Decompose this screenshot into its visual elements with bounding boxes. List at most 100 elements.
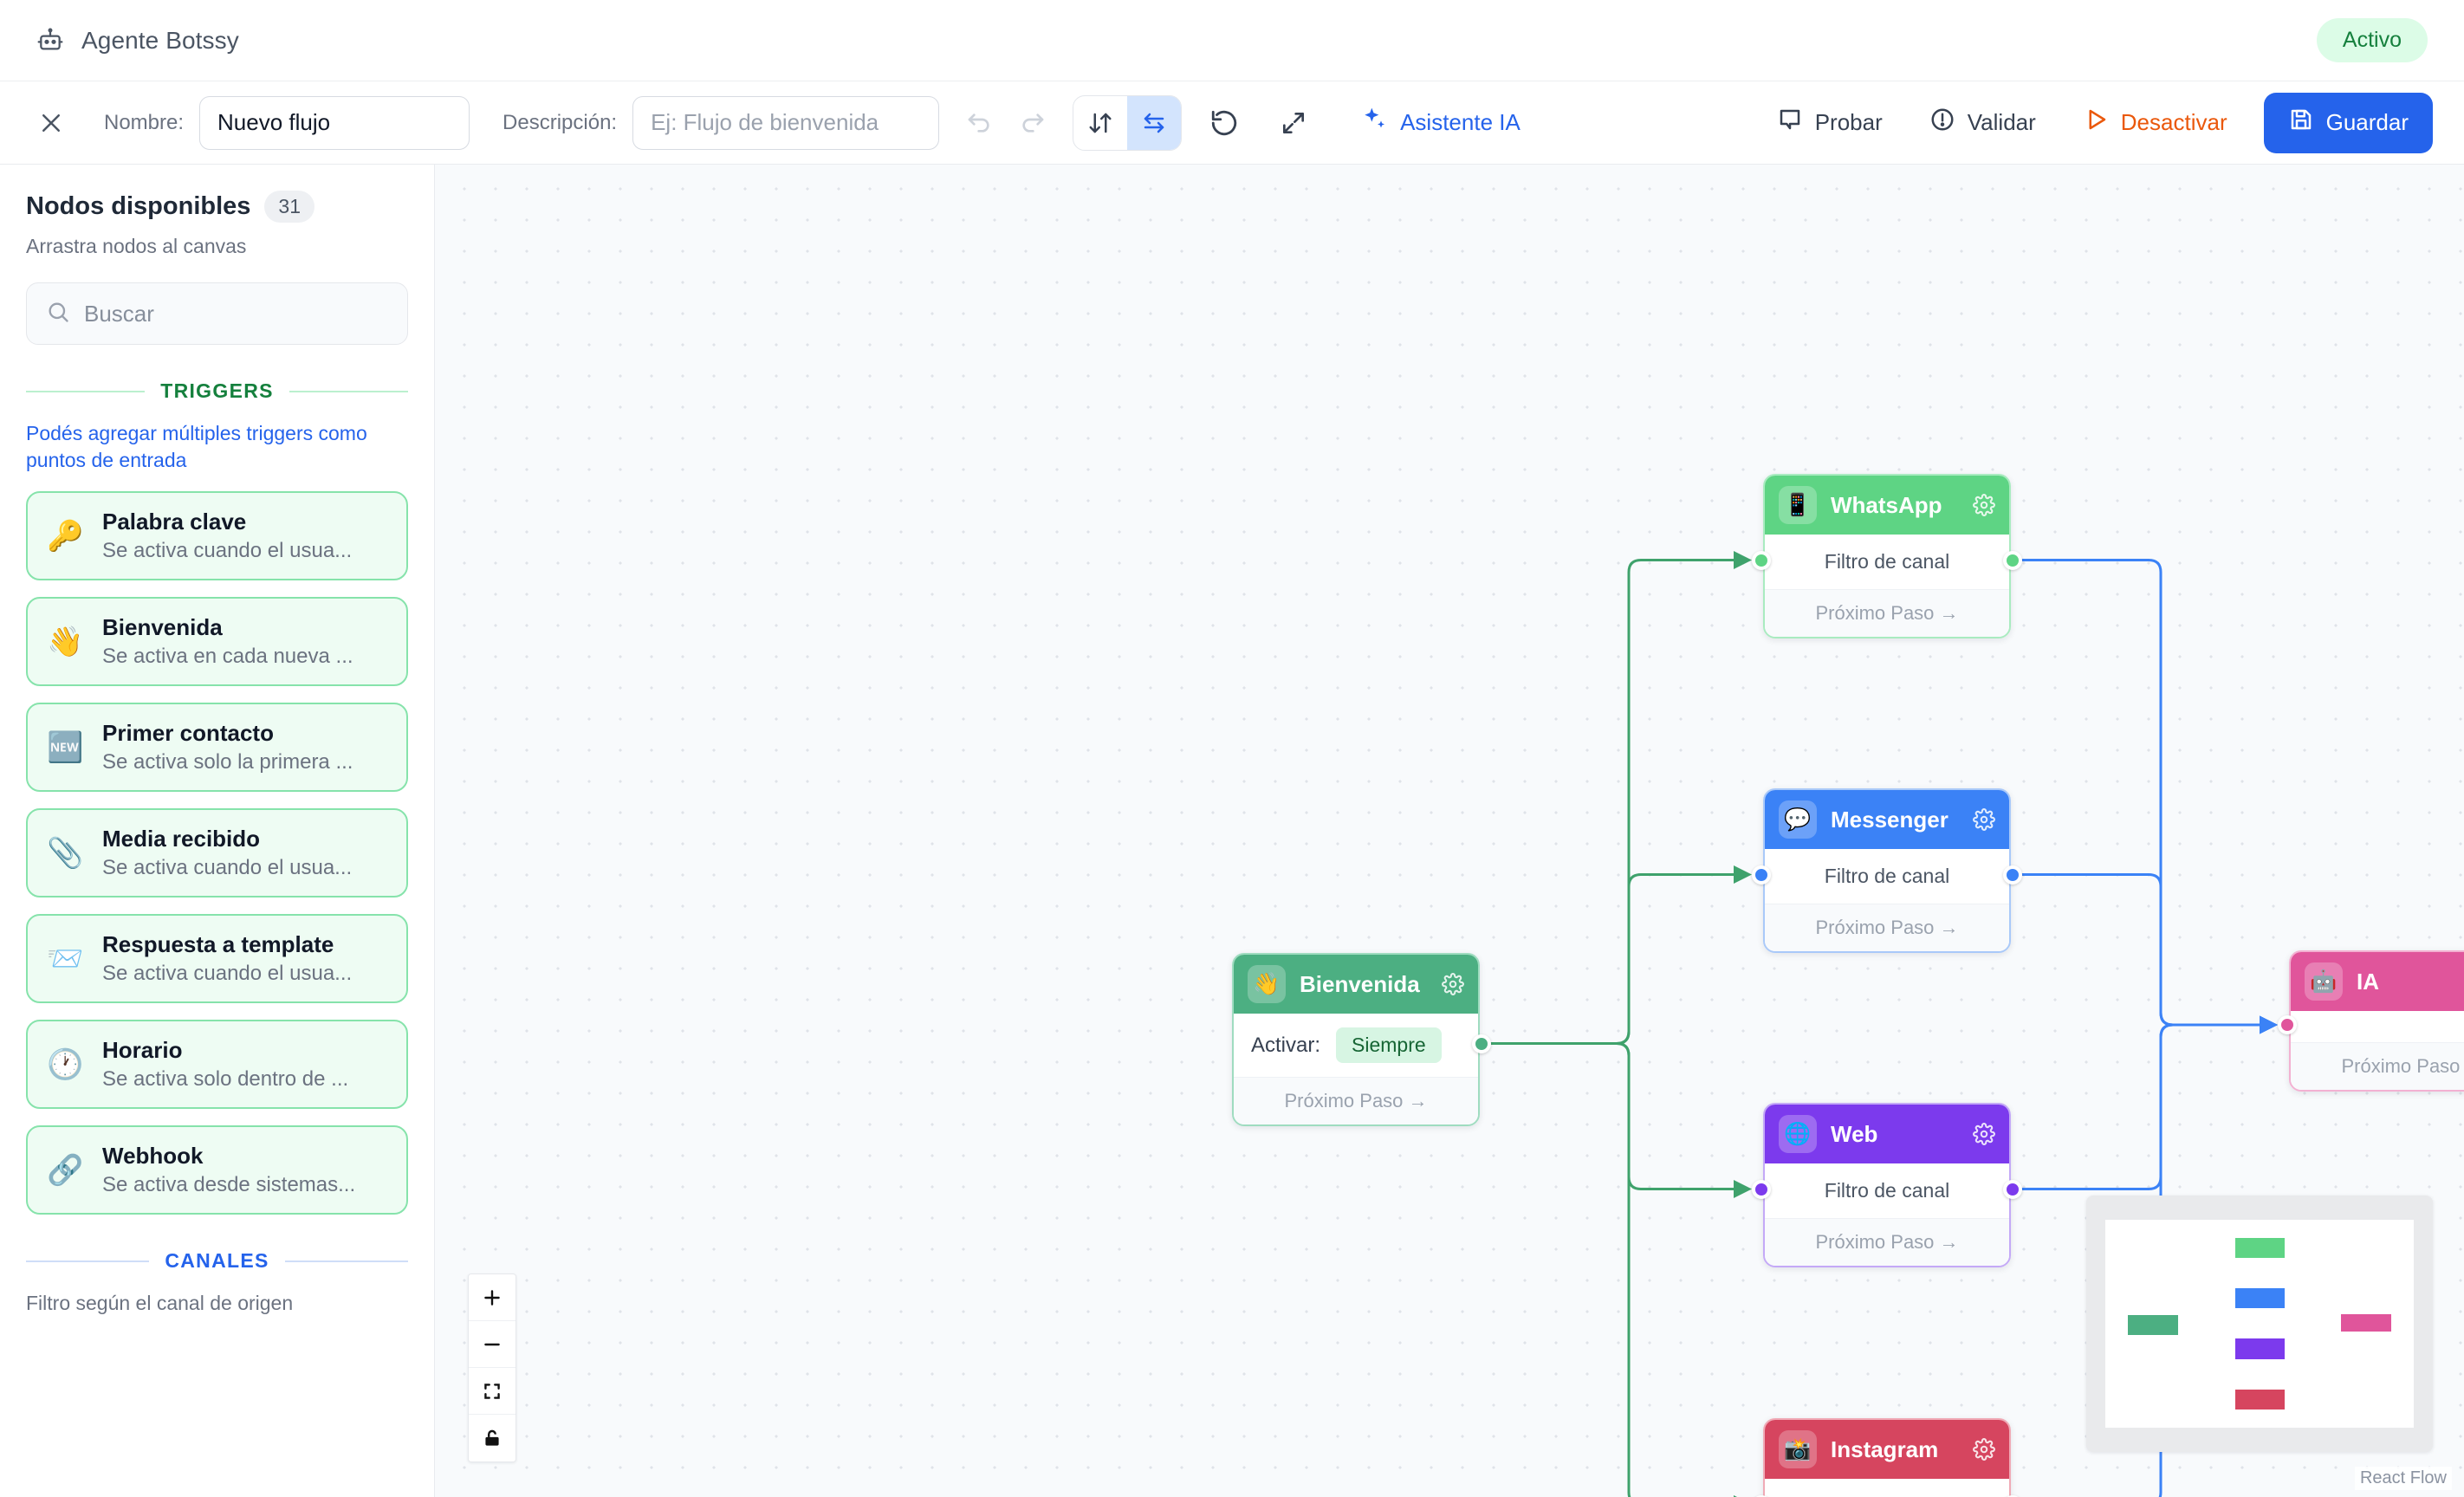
validate-button[interactable]: Validar <box>1912 96 2053 150</box>
test-label: Probar <box>1814 109 1883 135</box>
flow-edge[interactable] <box>2011 873 2278 1034</box>
node-handle-target[interactable] <box>1752 550 1771 570</box>
node-handle-source[interactable] <box>2003 865 2022 885</box>
flow-edge[interactable] <box>1480 1042 1752 1198</box>
flow-description-input[interactable] <box>632 95 940 150</box>
gear-icon[interactable] <box>1973 808 1995 831</box>
minimap-node-instagram <box>2234 1389 2286 1410</box>
palette-node-desc: Se activa cuando el usua... <box>102 962 353 986</box>
divider-line-right <box>284 1260 408 1262</box>
flow-edge[interactable] <box>1480 551 1752 1045</box>
flow-edge[interactable] <box>2011 1015 2278 1190</box>
reset-icon[interactable] <box>1197 96 1251 150</box>
minimap-node-bienvenida <box>2128 1314 2178 1335</box>
node-header: 👋Bienvenida <box>1234 955 1478 1014</box>
waving-hand-icon: 👋 <box>47 625 84 658</box>
node-body: Filtro de canal <box>1765 849 2009 904</box>
redo-icon[interactable] <box>1012 103 1052 143</box>
undo-redo-group <box>960 103 1052 143</box>
node-header: 📱WhatsApp <box>1765 476 2009 535</box>
node-body: Filtro de canal <box>1765 1163 2009 1218</box>
globe-icon: 🌐 <box>1779 1115 1817 1153</box>
flow-name-input[interactable] <box>199 95 470 150</box>
palette-node-desc: Se activa solo la primera ... <box>102 750 353 774</box>
node-handle-target[interactable] <box>1752 1179 1771 1199</box>
palette-title: Nodos disponibles <box>26 192 251 220</box>
palette-node-desc: Se activa en cada nueva ... <box>102 645 353 669</box>
palette-node-name: Palabra clave <box>102 509 247 535</box>
minimap[interactable] <box>2086 1196 2433 1452</box>
node-footer: Próximo Paso → <box>1765 904 2009 951</box>
description-label: Descripción: <box>503 110 618 134</box>
palette-node-desc: Se activa cuando el usua... <box>102 856 353 880</box>
node-palette-sidebar: Nodos disponibles 31 Arrastra nodos al c… <box>0 165 435 1497</box>
unlock-icon[interactable] <box>469 1415 515 1461</box>
activar-value-badge: Siempre <box>1336 1027 1442 1063</box>
node-handle-target[interactable] <box>1752 865 1771 885</box>
bot-icon <box>36 26 66 55</box>
node-handle-source[interactable] <box>1472 1034 1491 1053</box>
palette-count-badge: 31 <box>264 191 314 223</box>
layout-horizontal-icon[interactable] <box>1127 95 1182 150</box>
ai-assistant-label: Asistente IA <box>1400 109 1521 135</box>
undo-icon[interactable] <box>960 103 1000 143</box>
test-button[interactable]: Probar <box>1760 96 1900 150</box>
fit-view-icon[interactable] <box>469 1368 515 1415</box>
flow-edge[interactable] <box>2011 559 2278 1034</box>
gear-icon[interactable] <box>1973 1438 1995 1461</box>
flow-edge[interactable] <box>1480 1042 1752 1497</box>
palette-search[interactable] <box>26 282 408 345</box>
gear-icon[interactable] <box>1442 973 1464 995</box>
incoming-envelope-icon: 📨 <box>47 942 84 975</box>
close-icon[interactable] <box>31 103 71 143</box>
search-input[interactable] <box>84 300 388 327</box>
node-handle-target[interactable] <box>2278 1015 2297 1034</box>
activar-label: Activar: <box>1251 1033 1321 1057</box>
node-title: Web <box>1831 1120 1878 1147</box>
status-badge: Activo <box>2316 18 2428 62</box>
node-title: Instagram <box>1831 1435 1939 1462</box>
gear-icon[interactable] <box>1973 1123 1995 1145</box>
save-button[interactable]: Guardar <box>2263 92 2433 153</box>
mobile-phone-icon: 📱 <box>1779 486 1817 524</box>
node-header: 🤖IA <box>2291 952 2464 1011</box>
title-bar: Agente Botssy Activo <box>0 0 2464 81</box>
zoom-out-icon[interactable] <box>469 1321 515 1368</box>
node-handle-source[interactable] <box>2003 1179 2022 1199</box>
node-header: 💬Messenger <box>1765 790 2009 849</box>
camera-flash-icon: 📸 <box>1779 1430 1817 1468</box>
zoom-in-icon[interactable] <box>469 1274 515 1321</box>
ai-assistant-button[interactable]: Asistente IA <box>1343 96 1538 150</box>
flow-edge[interactable] <box>1480 865 1752 1045</box>
gear-icon[interactable] <box>1973 494 1995 516</box>
name-label: Nombre: <box>104 110 185 134</box>
sparkles-icon <box>1360 106 1388 139</box>
paperclip-icon: 📎 <box>47 836 84 870</box>
canales-note: Filtro según el canal de origen <box>26 1292 294 1315</box>
deactivate-button[interactable]: Desactivar <box>2065 96 2245 150</box>
triggers-section-label: TRIGGERS <box>160 379 274 402</box>
expand-icon[interactable] <box>1267 96 1320 150</box>
node-title: Messenger <box>1831 806 1949 833</box>
save-disk-icon <box>2288 107 2314 139</box>
node-title: IA <box>2357 968 2379 995</box>
layout-vertical-icon[interactable] <box>1073 96 1127 150</box>
node-handle-source[interactable] <box>2003 550 2022 570</box>
